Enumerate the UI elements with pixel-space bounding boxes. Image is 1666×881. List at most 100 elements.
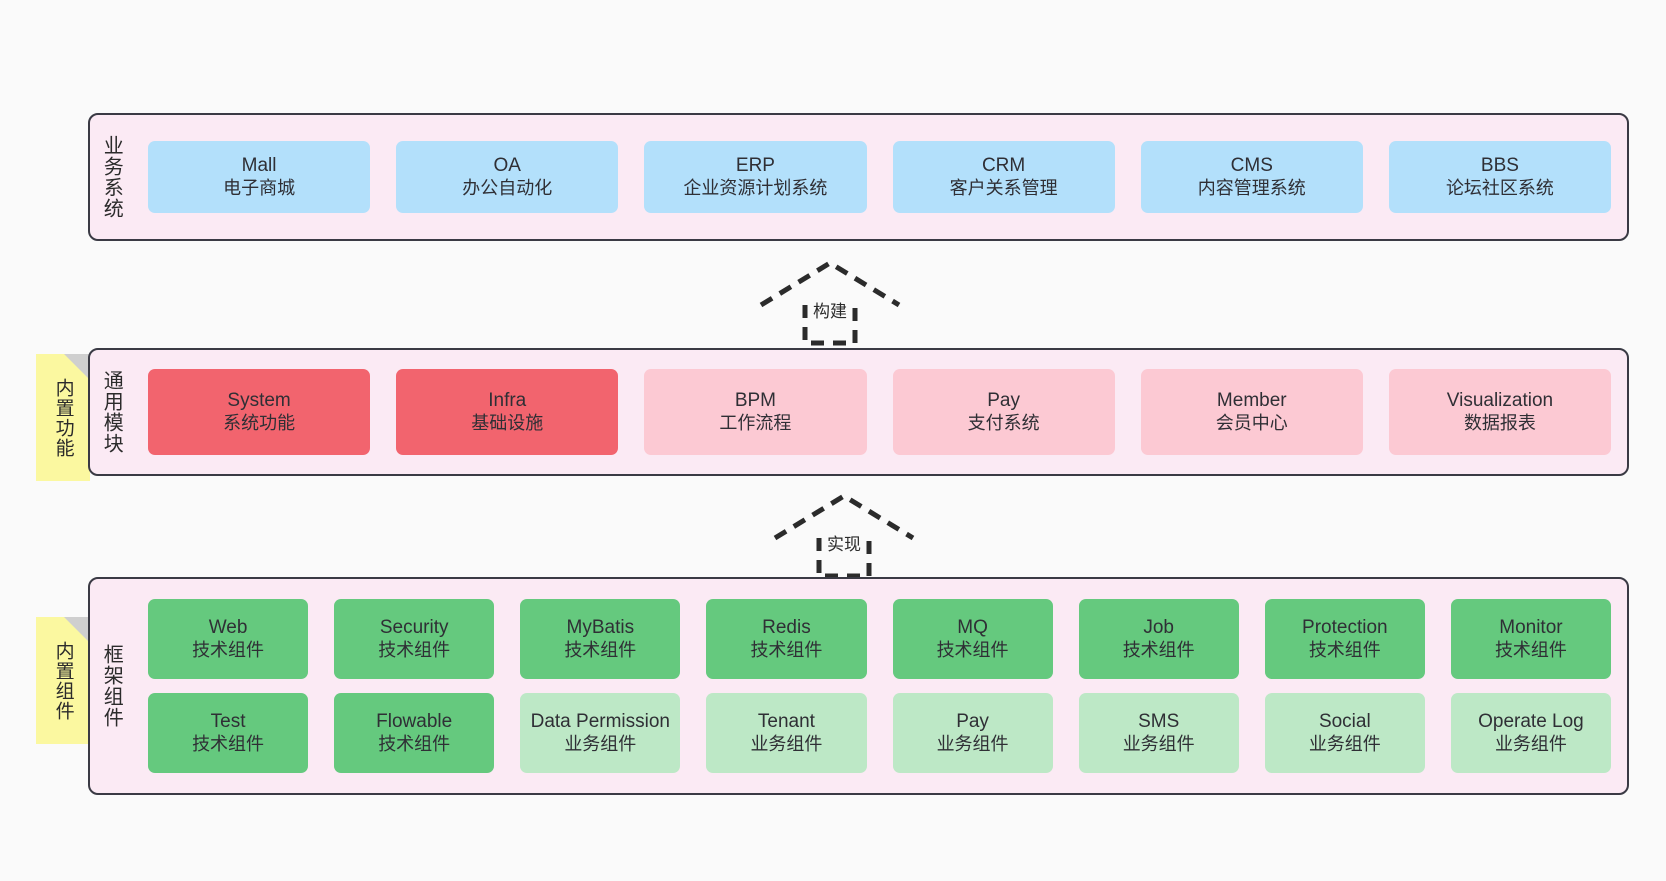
cell-cms[interactable]: CMS 内容管理系统 — [1140, 141, 1363, 213]
cell-name: Member — [1216, 390, 1287, 412]
arrow-implement: 实现 — [771, 492, 917, 579]
sticky-note-builtin-functions: 内置功能 — [36, 354, 90, 481]
cell-name: OA — [493, 155, 521, 177]
cell-desc: 办公自动化 — [462, 177, 553, 198]
cell-name: Flowable — [376, 711, 453, 733]
cell-visualization[interactable]: Visualization 数据报表 — [1388, 369, 1612, 455]
cell-desc: 论坛社区系统 — [1445, 177, 1554, 198]
cell-desc: 技术组件 — [564, 639, 637, 660]
cell-security[interactable]: Security 技术组件 — [334, 599, 495, 679]
cell-name: Infra — [488, 390, 527, 412]
layer-framework-components: 框架组件 Web 技术组件 Security 技术组件 MyBatis 技术组件… — [88, 577, 1629, 795]
cell-desc: 技术组件 — [378, 639, 451, 660]
cell-name: Monitor — [1499, 617, 1563, 639]
cell-row: Test 技术组件 Flowable 技术组件 Data Permission … — [148, 693, 1611, 773]
cell-name: Redis — [762, 617, 811, 639]
cell-name: MQ — [957, 617, 988, 639]
cell-flowable[interactable]: Flowable 技术组件 — [334, 693, 495, 773]
cell-monitor[interactable]: Monitor 技术组件 — [1450, 599, 1611, 679]
cell-name: BBS — [1480, 155, 1519, 177]
cell-member[interactable]: Member 会员中心 — [1140, 369, 1363, 455]
layer-title-framework-components: 框架组件 — [100, 644, 123, 728]
cell-row: System 系统功能 Infra 基础设施 BPM 工作流程 Pay 支付系统… — [148, 369, 1612, 455]
cell-name: ERP — [735, 155, 775, 177]
cell-desc: 技术组件 — [936, 639, 1009, 660]
cell-sms[interactable]: SMS 业务组件 — [1078, 693, 1239, 773]
cell-pay[interactable]: Pay 支付系统 — [892, 369, 1115, 455]
cell-mybatis[interactable]: MyBatis 技术组件 — [520, 599, 681, 679]
cell-tenant[interactable]: Tenant 业务组件 — [706, 693, 867, 773]
cell-name: CRM — [981, 155, 1026, 177]
cell-desc: 技术组件 — [192, 733, 265, 754]
cell-name: Tenant — [757, 711, 815, 733]
cell-desc: 技术组件 — [378, 733, 451, 754]
cell-desc: 系统功能 — [223, 412, 296, 433]
cell-pay-component[interactable]: Pay 业务组件 — [892, 693, 1053, 773]
cell-name: Security — [379, 617, 449, 639]
cell-redis[interactable]: Redis 技术组件 — [706, 599, 867, 679]
cell-data-permission[interactable]: Data Permission 业务组件 — [520, 693, 681, 773]
cell-desc: 会员中心 — [1215, 412, 1288, 433]
cell-infra[interactable]: Infra 基础设施 — [396, 369, 619, 455]
cell-name: System — [227, 390, 291, 412]
arrow-build-label: 构建 — [811, 297, 849, 322]
cell-desc: 技术组件 — [192, 639, 265, 660]
cell-name: Pay — [987, 390, 1020, 412]
cell-desc: 客户关系管理 — [949, 177, 1058, 198]
cell-name: Test — [210, 711, 246, 733]
cell-name: MyBatis — [566, 617, 635, 639]
cell-bbs[interactable]: BBS 论坛社区系统 — [1388, 141, 1612, 213]
layer-title-business-systems: 业务系统 — [100, 135, 123, 219]
cell-desc: 业务组件 — [936, 733, 1009, 754]
cell-desc: 业务组件 — [1122, 733, 1195, 754]
cell-name: Data Permission — [530, 711, 670, 733]
cell-protection[interactable]: Protection 技术组件 — [1264, 599, 1425, 679]
cell-system[interactable]: System 系统功能 — [148, 369, 371, 455]
cell-name: Mall — [241, 155, 277, 177]
cell-desc: 内容管理系统 — [1197, 177, 1306, 198]
cell-mall[interactable]: Mall 电子商城 — [148, 141, 371, 213]
cell-desc: 技术组件 — [750, 639, 823, 660]
cell-job[interactable]: Job 技术组件 — [1078, 599, 1239, 679]
cell-desc: 支付系统 — [967, 412, 1040, 433]
layer-body-common-modules: System 系统功能 Infra 基础设施 BPM 工作流程 Pay 支付系统… — [132, 350, 1627, 474]
cell-name: Protection — [1302, 617, 1388, 639]
cell-name: Job — [1143, 617, 1174, 639]
sticky-note-label: 内置功能 — [52, 377, 74, 458]
page-fold-icon — [64, 354, 90, 380]
cell-name: CMS — [1230, 155, 1273, 177]
cell-row: Web 技术组件 Security 技术组件 MyBatis 技术组件 Redi… — [148, 599, 1611, 679]
page-fold-icon — [64, 617, 90, 643]
cell-social[interactable]: Social 业务组件 — [1264, 693, 1425, 773]
cell-desc: 技术组件 — [1494, 639, 1567, 660]
cell-desc: 基础设施 — [471, 412, 544, 433]
layer-title-common-modules: 通用模块 — [100, 370, 123, 454]
cell-name: Pay — [956, 711, 989, 733]
layer-common-modules: 通用模块 System 系统功能 Infra 基础设施 BPM 工作流程 Pay… — [88, 348, 1629, 476]
cell-web[interactable]: Web 技术组件 — [148, 599, 309, 679]
layer-body-business-systems: Mall 电子商城 OA 办公自动化 ERP 企业资源计划系统 CRM 客户关系… — [132, 115, 1627, 239]
cell-name: BPM — [734, 390, 777, 412]
cell-desc: 业务组件 — [1308, 733, 1381, 754]
cell-erp[interactable]: ERP 企业资源计划系统 — [644, 141, 867, 213]
cell-mq[interactable]: MQ 技术组件 — [892, 599, 1053, 679]
cell-oa[interactable]: OA 办公自动化 — [396, 141, 619, 213]
cell-bpm[interactable]: BPM 工作流程 — [644, 369, 867, 455]
cell-desc: 企业资源计划系统 — [683, 177, 828, 198]
cell-name: SMS — [1138, 711, 1180, 733]
cell-desc: 工作流程 — [719, 412, 792, 433]
cell-desc: 电子商城 — [223, 177, 296, 198]
cell-operate-log[interactable]: Operate Log 业务组件 — [1450, 693, 1611, 773]
cell-desc: 业务组件 — [1494, 733, 1567, 754]
cell-desc: 技术组件 — [1122, 639, 1195, 660]
cell-name: Operate Log — [1478, 711, 1584, 733]
cell-name: Visualization — [1446, 390, 1554, 412]
cell-crm[interactable]: CRM 客户关系管理 — [892, 141, 1115, 213]
cell-desc: 业务组件 — [750, 733, 823, 754]
sticky-note-label: 内置组件 — [52, 640, 74, 721]
cell-test[interactable]: Test 技术组件 — [148, 693, 309, 773]
cell-name: Social — [1318, 711, 1371, 733]
cell-desc: 业务组件 — [564, 733, 637, 754]
layer-business-systems: 业务系统 Mall 电子商城 OA 办公自动化 ERP 企业资源计划系统 CRM… — [88, 113, 1629, 241]
